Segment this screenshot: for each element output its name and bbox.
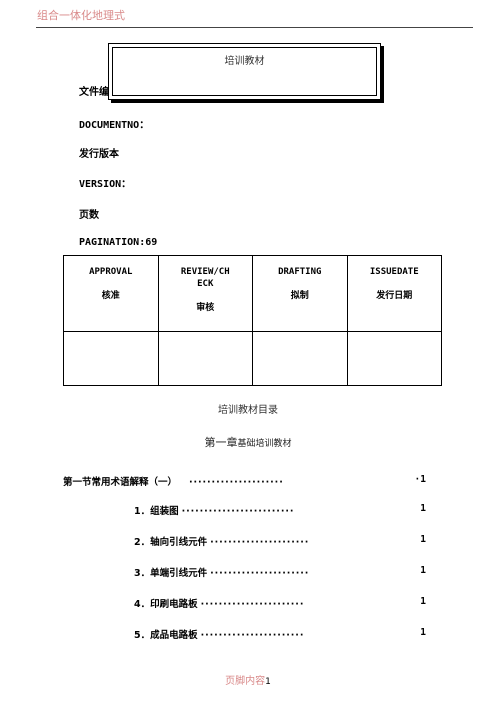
approval-en: APPROVAL [89,267,133,277]
issuedate-signature-cell [346,331,442,386]
issue-version-label: 发行版本 [79,149,119,160]
toc-item-row[interactable]: 4．印刷电路板 ······················· 1 [134,596,426,610]
toc-item-label: 4．印刷电路板 [134,599,198,610]
issuedate-en: ISSUEDATE [369,267,419,277]
review-signature-cell [157,331,253,386]
toc-item-row[interactable]: 5．成品电路板 ······················· 1 [134,627,426,641]
toc-leader-dots: ····················· [189,477,284,488]
toc-leader-dots: ······················ [210,568,310,579]
toc-page-number: 1 [420,534,426,545]
toc-leader-dots: ······················· [200,599,305,610]
chapter-prefix: 第一章 [204,436,238,449]
approval-signature-row [63,331,442,386]
toc-page-number: ·1 [414,474,426,485]
drafting-cell: DRAFTING 拟制 [252,255,348,332]
approval-signature-cell [63,331,159,386]
toc-item-label: 1．组装图 [134,506,179,517]
toc-item-row[interactable]: 2．轴向引线元件 ······················ 1 [134,534,426,548]
header-rule [36,27,473,28]
issuedate-cell: ISSUEDATE 发行日期 [346,255,442,332]
approval-cn: 核准 [101,291,120,301]
chapter-title: 第一章基础培训教材 [0,434,496,450]
toc-page-number: 1 [420,627,426,638]
toc-page-number: 1 [420,565,426,576]
drafting-signature-cell [252,331,348,386]
title-box-inner-border [112,47,377,96]
document-no-label: DOCUMENTNO： [79,120,150,131]
issuedate-cn: 发行日期 [376,291,413,301]
toc-heading: 培训教材目录 [218,405,278,416]
footer-text: 页脚内容 [225,676,266,687]
toc-item-label: 3．单端引线元件 [134,568,208,579]
toc-leader-dots: ······················ [210,537,310,548]
review-cell: REVIEW/CHECK 审核 [157,255,253,332]
drafting-en: DRAFTING [278,267,322,277]
toc-leader-dots: ······················· [200,630,305,641]
review-cn: 审核 [196,303,215,313]
document-title: 培训教材 [224,56,265,67]
approval-header-row: APPROVAL 核准 REVIEW/CHECK 审核 DRAFTING 拟制 … [63,255,442,332]
pagination-label: PAGINATION:69 [79,237,158,248]
approval-cell: APPROVAL 核准 [63,255,159,332]
toc-page-number: 1 [420,503,426,514]
toc-item-label: 2．轴向引线元件 [134,537,208,548]
toc-section-label: 第一节常用术语解释（一） [63,477,178,488]
toc-section-row[interactable]: 第一节常用术语解释（一） ····················· ·1 [63,474,426,488]
toc-page-number: 1 [420,596,426,607]
chapter-suffix: 基础培训教材 [237,439,292,449]
toc-item-label: 5．成品电路板 [134,630,198,641]
toc-leader-dots: ························· [181,506,295,517]
file-number-label: 文件编 [79,87,109,98]
version-label: VERSION： [79,179,132,190]
review-en: REVIEW/CHECK [180,267,230,289]
title-box: 培训教材 [108,43,381,100]
page-footer: 页脚内容1 [0,672,496,687]
toc-item-row[interactable]: 3．单端引线元件 ······················ 1 [134,565,426,579]
drafting-cn: 拟制 [290,291,309,301]
pages-label: 页数 [79,210,99,221]
page-header: 组合一体化地理式 [37,9,125,22]
footer-page-number: 1 [265,677,271,687]
toc-item-row[interactable]: 1．组装图 ························· 1 [134,503,426,517]
approval-table: APPROVAL 核准 REVIEW/CHECK 审核 DRAFTING 拟制 … [63,255,442,386]
